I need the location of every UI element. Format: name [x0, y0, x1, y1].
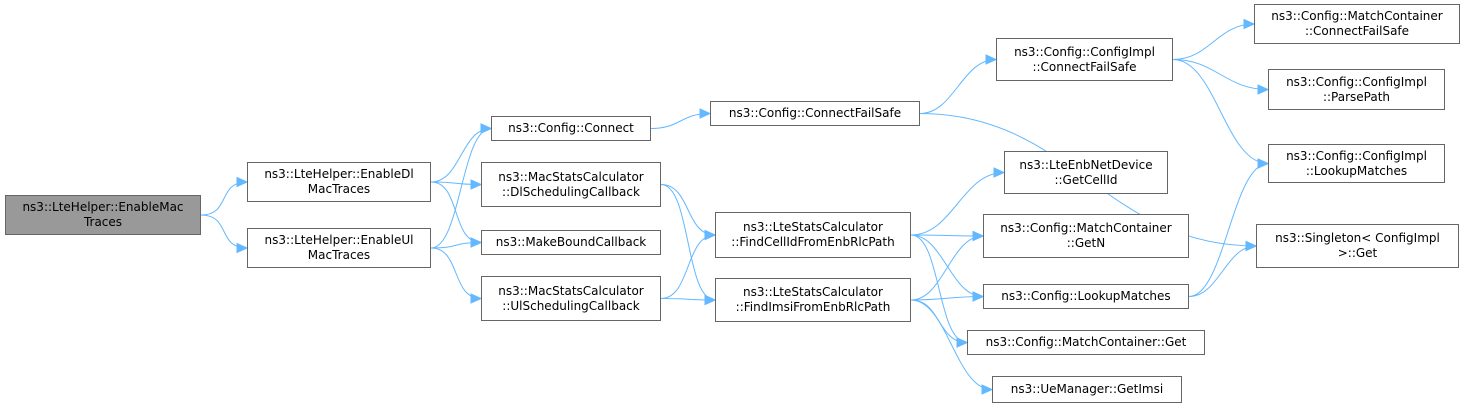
node-config-connect[interactable]: ns3::Config::Connect	[491, 116, 651, 141]
node-label-line: MacTraces	[307, 248, 371, 262]
node-label-line: ns3::Config::ConfigImpl	[1286, 148, 1427, 163]
node-label-line: ns3::LteStatsCalculator	[743, 285, 883, 299]
node-label-line: ns3::MacStatsCalculator	[498, 283, 644, 298]
edge-arrowhead	[236, 242, 249, 254]
node-find-imsi[interactable]: ns3::LteStatsCalculator::FindImsiFromEnb…	[715, 278, 911, 322]
edge-arrowhead	[704, 294, 717, 306]
node-label-line: ns3::Config::ConfigImpl	[1014, 44, 1155, 59]
node-config-lookup-matches[interactable]: ns3::Config::LookupMatches	[983, 284, 1189, 309]
node-configimpl-lookup-matches[interactable]: ns3::Config::ConfigImpl::LookupMatches	[1268, 144, 1445, 183]
edge-arrowhead	[981, 384, 994, 395]
call-edges	[200, 18, 1270, 395]
node-matchcontainer-getn[interactable]: ns3::Config::MatchContainer::GetN	[983, 214, 1189, 258]
edge-arrowhead	[1243, 18, 1256, 30]
node-find-cellid[interactable]: ns3::LteStatsCalculator::FindCellIdFromE…	[715, 212, 911, 258]
node-label-line: ns3::Singleton< ConfigImpl	[1275, 231, 1440, 245]
edge-dl-scheduling-callback-to-find-cellid	[660, 184, 716, 236]
node-label-line: ::FindImsiFromEnbRlcPath	[735, 300, 891, 314]
edge-arrowhead	[699, 108, 712, 119]
node-label-line: ns3::Config::MatchContainer	[1271, 9, 1443, 23]
edge-arrowhead	[985, 54, 998, 65]
node-label-line: ns3::Config::MatchContainer	[1000, 221, 1172, 235]
node-label-line: ::GetN	[1066, 236, 1106, 250]
node-label-line: ns3::MacStatsCalculator	[498, 169, 644, 184]
edge-dl-scheduling-callback-to-find-imsi	[660, 184, 716, 301]
edge-arrowhead	[470, 237, 483, 248]
node-label-line: ns3::LteHelper::EnableDl	[264, 167, 414, 181]
edge-arrowhead	[993, 167, 1006, 178]
edge-config-connect-failsafe-to-configimpl-connect-failsafe	[919, 59, 997, 114]
node-configimpl-connect-failsafe[interactable]: ns3::Config::ConfigImpl::ConnectFailSafe	[996, 38, 1173, 81]
node-label-line: ns3::Config::LookupMatches	[1001, 289, 1171, 303]
node-label-line: Traces	[83, 215, 123, 229]
node-label-line: ns3::Config::ConfigImpl	[1286, 74, 1427, 89]
node-label-line: ::ConnectFailSafe	[1032, 59, 1137, 74]
edge-enable-ul-mac-traces-to-config-connect	[430, 128, 492, 249]
edge-find-cellid-to-enb-get-cellid	[910, 172, 1005, 236]
node-label-line: ::DlSchedulingCallback	[502, 184, 640, 199]
edge-enable-ul-mac-traces-to-ul-scheduling-callback	[430, 247, 482, 299]
edge-arrowhead	[972, 291, 985, 302]
node-matchcontainer-connect-failsafe[interactable]: ns3::Config::MatchContainer::ConnectFail…	[1254, 4, 1460, 44]
edge-arrowhead	[470, 293, 483, 304]
edge-enable-mac-traces-to-enable-dl-mac-traces	[200, 181, 248, 216]
node-label-line: ::FindCellIdFromEnbRlcPath	[731, 235, 895, 249]
node-label-line: ns3::LteHelper::EnableMac	[22, 200, 184, 214]
edge-arrowhead	[956, 337, 969, 348]
edge-arrowhead	[1257, 84, 1270, 95]
node-label-line: MacTraces	[307, 182, 371, 196]
edge-arrowhead	[1257, 158, 1270, 169]
edge-config-lookup-matches-to-singleton-get	[1188, 245, 1257, 297]
node-make-bound-callback[interactable]: ns3::MakeBoundCallback	[481, 230, 661, 255]
edge-configimpl-connect-failsafe-to-matchcontainer-connect-failsafe	[1172, 23, 1255, 60]
edge-configimpl-connect-failsafe-to-configimpl-lookup-matches	[1172, 59, 1269, 164]
node-label-line: ns3::Config::ConnectFailSafe	[728, 106, 902, 120]
node-label-line: ns3::LteStatsCalculator	[743, 220, 883, 234]
node-label-line: >::Get	[1337, 246, 1378, 260]
node-label-line: ns3::LteHelper::EnableUl	[264, 233, 414, 247]
node-label-line: ns3::MakeBoundCallback	[495, 235, 647, 249]
edge-arrowhead	[1245, 240, 1258, 252]
node-uemanager-getimsi[interactable]: ns3::UeManager::GetImsi	[992, 376, 1182, 403]
node-label-line: ::LookupMatches	[1305, 163, 1408, 178]
edge-enable-mac-traces-to-enable-ul-mac-traces	[200, 214, 248, 249]
node-matchcontainer-get[interactable]: ns3::Config::MatchContainer::Get	[967, 330, 1205, 355]
node-enb-get-cellid[interactable]: ns3::LteEnbNetDevice::GetCellId	[1004, 151, 1168, 194]
node-singleton-get[interactable]: ns3::Singleton< ConfigImpl>::Get	[1256, 224, 1459, 268]
edge-enable-dl-mac-traces-to-make-bound-callback	[430, 181, 482, 243]
node-label-line: ns3::Config::Connect	[508, 121, 634, 135]
edge-find-cellid-to-matchcontainer-getn	[910, 234, 984, 237]
node-label-line: ::ParsePath	[1322, 89, 1391, 104]
edge-arrowhead	[704, 229, 717, 241]
node-label-line: ::GetCellId	[1054, 172, 1118, 187]
edge-arrowhead	[236, 176, 249, 188]
node-label-line: ns3::Config::MatchContainer::Get	[985, 335, 1187, 349]
edge-arrowhead	[470, 179, 483, 190]
node-label-line: ::UlSchedulingCallback	[502, 298, 640, 313]
node-label-line: ns3::LteEnbNetDevice	[1019, 157, 1153, 172]
node-config-connect-failsafe[interactable]: ns3::Config::ConnectFailSafe	[710, 101, 920, 126]
node-label-line: ns3::UeManager::GetImsi	[1010, 382, 1164, 396]
node-dl-scheduling-callback[interactable]: ns3::MacStatsCalculator::DlSchedulingCal…	[481, 162, 661, 207]
node-ul-scheduling-callback[interactable]: ns3::MacStatsCalculator::UlSchedulingCal…	[481, 276, 661, 321]
edge-config-lookup-matches-to-configimpl-lookup-matches	[1188, 163, 1269, 297]
edge-arrowhead	[480, 123, 493, 134]
node-label-line: ::ConnectFailSafe	[1304, 24, 1410, 38]
node-configimpl-parsepath[interactable]: ns3::Config::ConfigImpl::ParsePath	[1268, 69, 1445, 110]
edge-find-imsi-to-matchcontainer-getn	[910, 235, 984, 301]
edge-find-cellid-to-config-lookup-matches	[910, 234, 984, 297]
edge-configimpl-connect-failsafe-to-configimpl-parsepath	[1172, 59, 1269, 90]
edge-find-imsi-to-uemanager-getimsi	[910, 299, 993, 390]
edge-arrowhead	[972, 230, 985, 242]
